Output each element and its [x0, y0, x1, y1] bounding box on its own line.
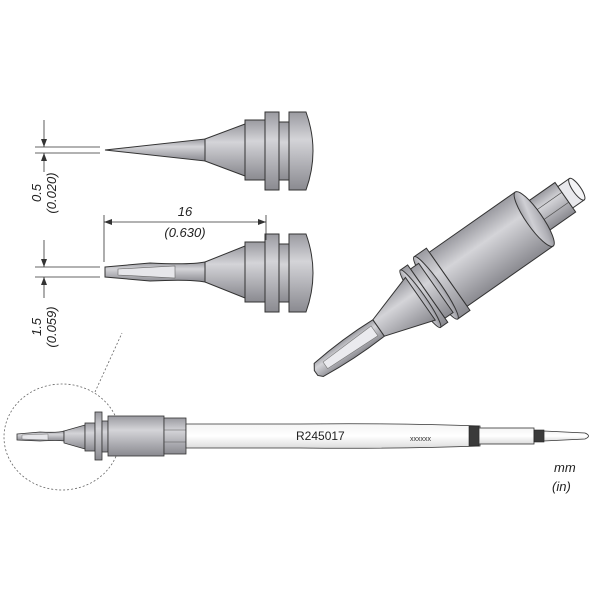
unit-imperial-label: (in) [552, 479, 571, 494]
units-legend: mm (in) [552, 460, 576, 494]
conical-tip-view [104, 111, 314, 191]
length-mm-label: 16 [178, 204, 193, 219]
length-in-label: (0.630) [164, 225, 205, 240]
serial-mark-label: xxxxxx [410, 436, 432, 443]
chisel-tip-view [104, 233, 314, 313]
blade-dimension: 1.5 (0.059) [29, 240, 100, 348]
tip-size-dimension: 0.5 (0.020) [29, 120, 100, 214]
perspective-tip-view [313, 177, 586, 377]
detail-leader-line [94, 332, 123, 393]
tip-size-in-label: (0.020) [44, 172, 59, 213]
blade-mm-label: 1.5 [29, 317, 44, 336]
tip-size-mm-label: 0.5 [29, 183, 44, 202]
blade-in-label: (0.059) [44, 306, 59, 347]
part-number-label: R245017 [296, 429, 345, 443]
unit-metric-label: mm [554, 460, 576, 475]
cartridge-view: R245017 xxxxxx [3, 332, 589, 491]
length-dimension: 16 (0.630) [103, 204, 267, 262]
